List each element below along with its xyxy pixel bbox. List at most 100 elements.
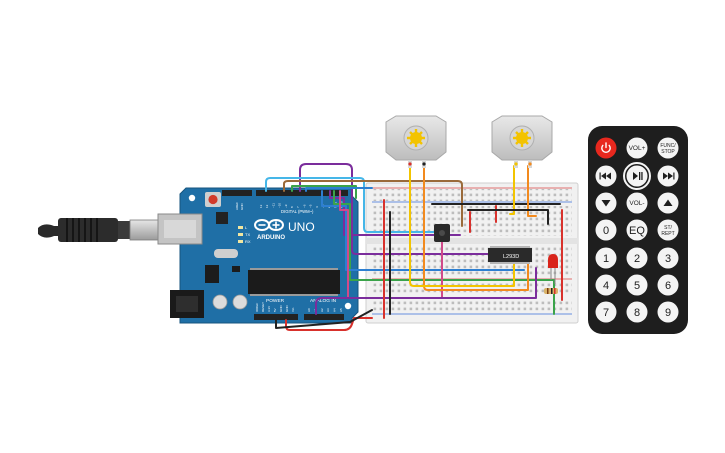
arduino-logo-icon [254,219,284,231]
terminal-strip-bottom[interactable] [372,246,572,276]
down-icon [601,200,611,207]
digital-pin-header[interactable] [256,190,348,196]
arduino-model-text: UNO [288,220,315,234]
pin-label: 3.3V [267,306,271,312]
reset-button[interactable] [208,194,218,205]
remote-button[interactable] [657,247,679,269]
remote-button-label: VOL- [629,200,644,207]
remote-button-label: 5 [634,280,640,292]
mounting-hole [188,194,196,202]
wire-purple-2 [329,190,461,236]
pin-label: A0 [307,308,311,312]
led-tx [238,233,243,236]
gnd-label: GND [240,203,244,211]
remote-button-label: 8 [634,307,640,319]
pin-label: A5 [339,308,343,312]
remote-button[interactable] [657,274,679,296]
wire-yellow-motor2 [509,165,515,215]
remote-button[interactable] [626,274,648,296]
rewind-icon [599,172,611,180]
pin-label: 12 [265,204,269,208]
pin-label: ~10 [278,203,282,208]
capacitor [232,294,248,310]
resistor[interactable] [544,288,558,294]
header-aref-gnd [222,190,252,196]
remote-button[interactable] [626,247,648,269]
wire-purple-3 [315,267,537,315]
motor-gear-icon [407,129,425,147]
remote-button[interactable] [595,219,617,241]
pin-label: A4 [333,308,337,312]
pin-label: RESET [261,302,265,312]
aref-label: AREF [235,202,239,210]
remote-button[interactable] [595,247,617,269]
wire-purple [299,163,523,255]
remote-button[interactable] [626,301,648,323]
wires [265,163,563,331]
remote-button-label: STOP [661,149,675,155]
l293d-label: L293D [503,254,519,260]
wire-orange-motor2 [527,165,537,217]
pin-label: 7 [296,206,300,208]
wire-blue-long [321,190,525,271]
l293d-driver-chip[interactable]: L293D [488,246,532,264]
remote-button[interactable] [626,219,648,241]
power-rail-top[interactable] [372,189,572,201]
wire-green-top [291,185,357,199]
wire-black-gnd [275,309,373,329]
power-rail-bottom[interactable] [372,300,572,312]
power-pin-header[interactable] [254,314,298,320]
digital-header-label: DIGITAL (PWM~) [281,209,314,214]
remote-button-label: 4 [603,280,609,292]
red-led[interactable] [548,254,558,284]
remote-button-label: VOL+ [629,145,646,152]
fast-forward-icon [663,172,675,180]
remote-button[interactable] [657,219,679,241]
remote-button-label: 1 [603,253,609,265]
remote-button-label: 2 [634,253,640,265]
usb-cable [38,218,161,242]
mounting-hole [344,302,352,310]
led-rx [238,240,243,243]
wire-blue-top [305,187,373,192]
pin-label: GND [285,305,289,313]
wire-yellow-motor1 [409,165,515,287]
remote-button-label: 7 [603,307,609,319]
dc-motor-2[interactable] [491,115,553,168]
pin-label: ~9 [284,204,288,208]
motor-gear-icon [513,129,531,147]
power-icon [601,142,611,154]
pin-label: ~11 [271,203,275,208]
remote-button[interactable] [595,274,617,296]
remote-button[interactable] [657,301,679,323]
remote-button[interactable] [626,137,648,159]
pin-label: A3 [326,308,330,312]
remote-button[interactable] [595,301,617,323]
capacitor [212,294,228,310]
pin-label: 4 [315,206,319,208]
analog-pin-header[interactable] [304,314,344,320]
remote-button[interactable] [657,137,679,159]
pin-label: ~5 [309,204,313,208]
voltage-regulator [205,265,219,283]
pin-label: A2 [320,308,324,312]
power-header-label: POWER [266,298,285,304]
center-channel [366,238,578,244]
remote-button-label: 3 [665,253,671,265]
ir-receiver[interactable] [434,224,450,242]
remote-button-label: ST/ [664,225,672,231]
pin-label: 8 [290,206,294,208]
led-l [238,226,243,229]
pin-label: GND [279,305,283,313]
led-l-label: L [245,225,248,230]
remote-button-label: EQ [629,225,645,237]
crystal [214,249,238,258]
dc-motor-1[interactable] [385,115,447,168]
led-rx-label: RX [245,239,251,244]
pin-label: Vin [291,307,295,312]
remote-button[interactable] [626,192,648,214]
